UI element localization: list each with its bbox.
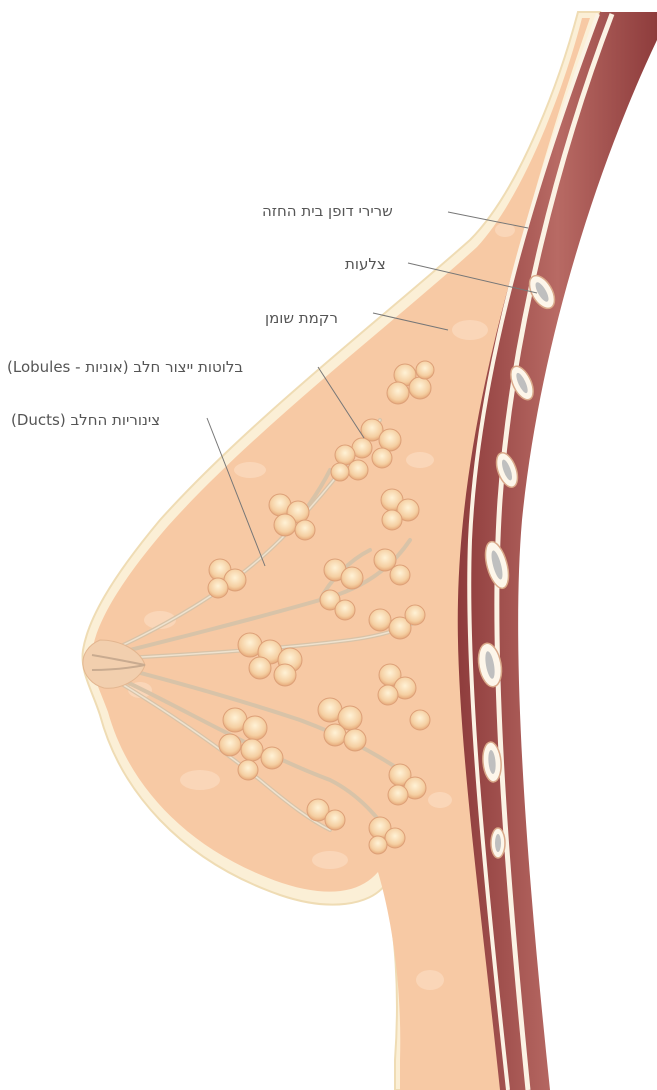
label-fatty-tissue: רקמת שומן: [265, 309, 338, 327]
rib: [491, 828, 505, 858]
label-chest-wall-muscle: שרירי דופן בית החזה: [262, 202, 393, 220]
label-ducts: צינוריות החלב (Ducts): [11, 411, 160, 429]
label-ribs: צלעות: [345, 255, 386, 273]
label-lobules: בלוטות ייצור חלב (אוניות - Lobules): [7, 358, 243, 376]
